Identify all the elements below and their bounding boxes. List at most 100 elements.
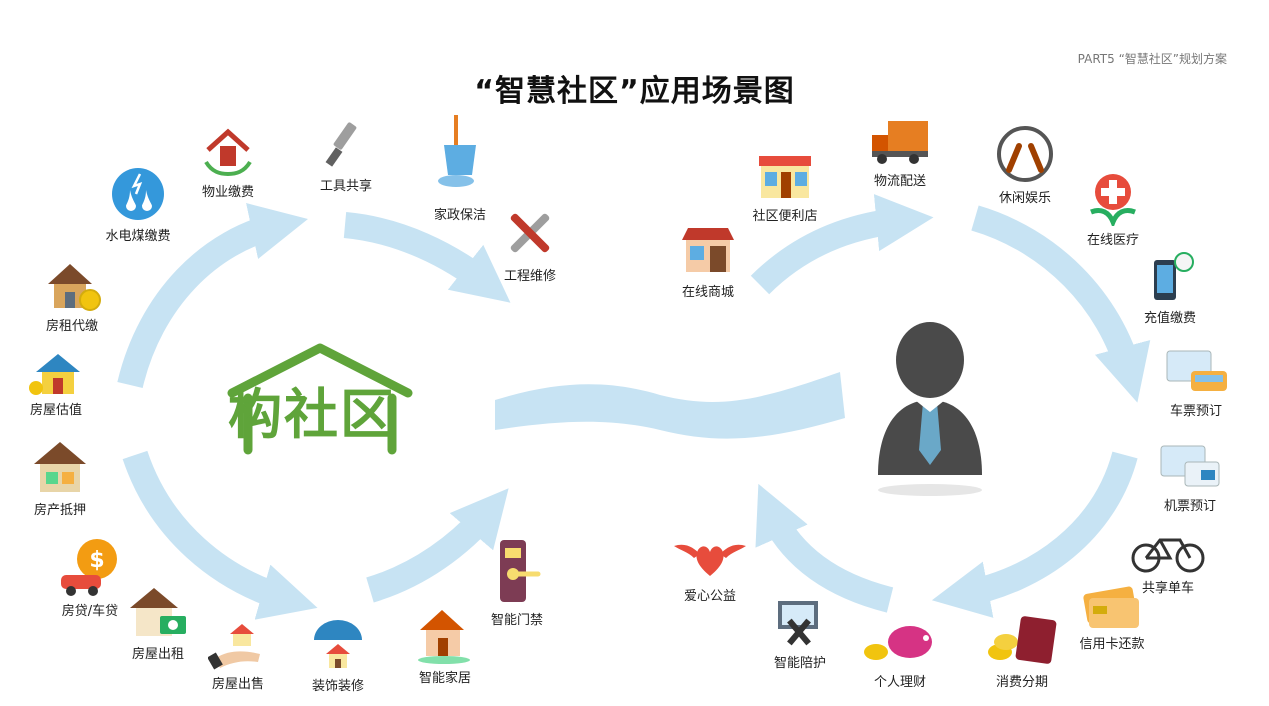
arrow-left-top [117,203,308,389]
item-label: 个人理财 [873,675,926,690]
item-label: 房屋出租 [131,647,184,662]
item-convenience-store[interactable]: 社区便利店 [735,152,835,224]
item-label: 休闲娱乐 [998,191,1051,206]
car-loan-icon: $ [61,539,117,596]
arrow-left-bottom [122,450,318,620]
property-icon [204,128,252,177]
item-bike-share[interactable]: 共享单车 [1118,530,1218,596]
heart-icon [674,544,746,576]
item-logistics[interactable]: 物流配送 [850,117,950,189]
section-label: PART5 “智慧社区”规划方案 [1077,52,1227,66]
water-drop-icon [112,168,164,220]
house-icon [29,354,80,395]
center-wave [495,372,845,439]
item-tool-share[interactable]: 工具共享 [296,118,396,194]
item-label: 共享单车 [1141,581,1194,596]
umbrella-house-icon [314,620,362,668]
item-label: 社区便利店 [752,209,818,224]
arrow-right-top-b [971,205,1151,403]
arrow-bottom-mid [366,488,509,603]
item-smart-home[interactable]: 智能家居 [395,600,495,686]
item-label: 智能家居 [418,671,471,686]
credit-card-icon [1083,586,1139,628]
item-valuation[interactable]: 房屋估值 [6,352,106,418]
item-label: 家政保洁 [433,208,486,223]
arrow-top-mid [343,212,511,303]
item-label: 消费分期 [995,675,1048,690]
item-label: 充值缴费 [1143,311,1196,326]
phone-icon [1154,252,1194,300]
item-utilities[interactable]: 水电煤缴费 [88,166,188,244]
item-flight-ticket[interactable]: 机票预订 [1140,440,1240,514]
item-housekeeping[interactable]: 家政保洁 [410,115,510,223]
leisure-icon [997,126,1053,182]
item-label: 工具共享 [319,179,372,194]
store-icon [759,156,811,198]
item-companion-care[interactable]: 智能陪护 [750,597,850,671]
item-credit-card[interactable]: 信用卡还款 [1062,586,1162,652]
logo-house-icon [227,343,413,455]
item-property-fee[interactable]: 物业缴费 [178,124,278,200]
item-rent-out[interactable]: 房屋出租 [108,584,208,662]
arrow-right-top-a [750,194,934,295]
item-leisure[interactable]: 休闲娱乐 [975,124,1075,206]
house-money-icon [34,442,86,492]
item-mortgage[interactable]: 房产抵押 [10,440,110,518]
item-label: 房租代缴 [45,319,98,334]
bus-ticket-icon [1166,350,1227,391]
tool-icon [325,122,357,167]
item-label: 爱心公益 [683,589,736,604]
item-loan[interactable]: $ 房贷/车贷 [40,535,140,619]
item-recharge[interactable]: 充值缴费 [1120,250,1220,326]
care-icon [778,601,818,646]
shop-icon [682,228,734,272]
item-online-medical[interactable]: 在线医疗 [1063,168,1163,248]
door-lock-icon [500,540,541,602]
item-charity[interactable]: 爱心公益 [660,532,760,604]
truck-icon [872,121,928,164]
arrow-right-bottom-a [931,451,1138,618]
item-label: 房屋出售 [211,677,264,692]
logo-text: 构社区 [228,383,396,446]
mop-bucket-icon [438,115,476,187]
item-label: 车票预订 [1169,404,1222,419]
svg-text:$: $ [89,548,104,573]
item-finance[interactable]: 个人理财 [850,620,950,690]
person-icon [878,322,982,496]
item-rent-pay[interactable]: 房租代缴 [22,260,122,334]
item-bus-ticket[interactable]: 车票预订 [1146,345,1246,419]
item-installment[interactable]: 消费分期 [972,612,1072,690]
item-label: 信用卡还款 [1079,637,1145,652]
item-label: 装饰装修 [311,679,364,694]
page-title: “智慧社区”应用场景图 [474,74,795,109]
wallet-icon [988,616,1057,664]
rent-icon [130,588,186,636]
item-label: 工程维修 [503,269,556,284]
item-label: 物流配送 [873,174,926,189]
item-sale[interactable]: 房屋出售 [188,620,288,692]
house-coin-icon [48,264,101,311]
arrow-right-bottom-b [755,483,894,613]
smart-home-icon [418,610,470,664]
item-label: 物业缴费 [201,185,254,200]
item-access-control[interactable]: 智能门禁 [467,536,567,628]
item-decoration[interactable]: 装饰装修 [288,616,388,694]
sale-hand-icon [208,624,260,670]
item-label: 房贷/车贷 [61,604,119,619]
medical-icon [1090,174,1136,226]
item-label: 智能陪护 [773,656,826,671]
item-label: 在线医疗 [1086,233,1139,248]
wrench-icon [510,213,550,253]
bike-icon [1131,538,1205,573]
item-label: 房产抵押 [33,503,86,518]
item-label: 在线商城 [681,285,734,300]
item-repair[interactable]: 工程维修 [480,204,580,284]
item-label: 水电煤缴费 [105,229,171,244]
piggy-bank-icon [864,626,932,660]
plane-ticket-icon [1160,445,1220,487]
item-label: 房屋估值 [29,403,82,418]
item-label: 智能门禁 [490,613,543,628]
item-online-mall[interactable]: 在线商城 [658,224,758,300]
item-label: 机票预订 [1163,499,1216,514]
